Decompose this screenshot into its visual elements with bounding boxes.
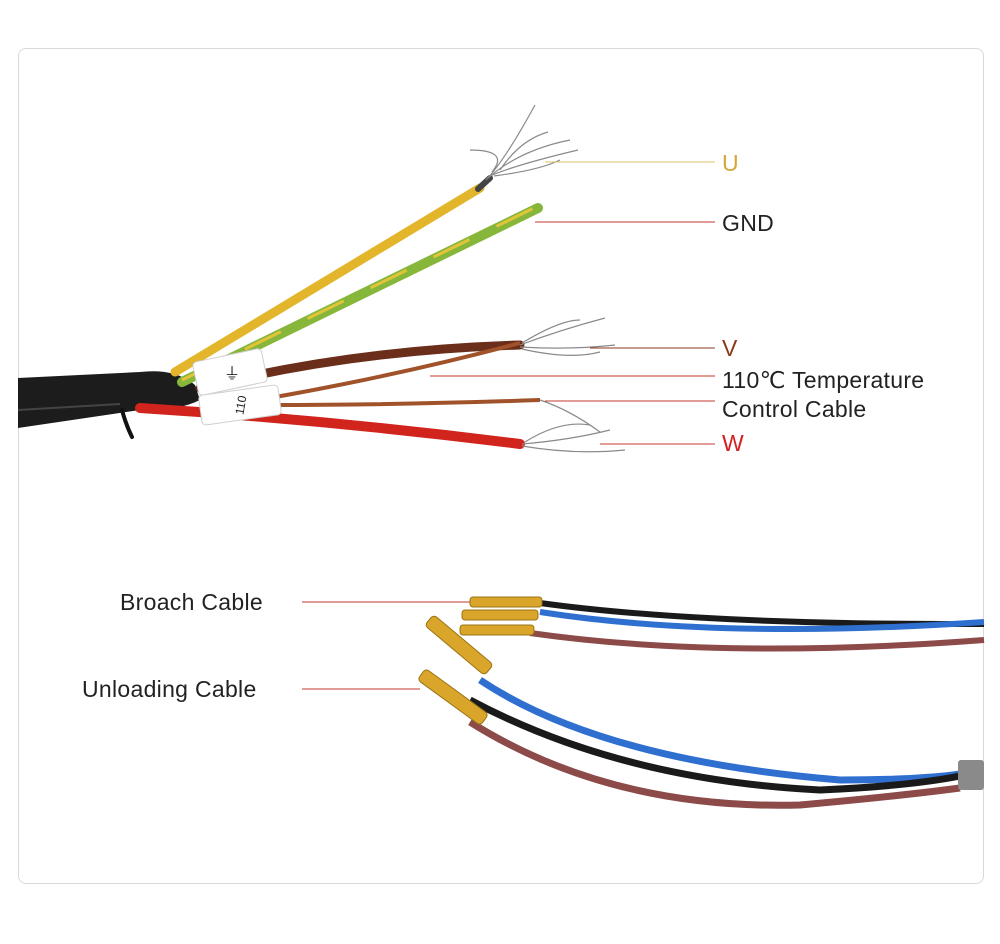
label-unloading-cable: Unloading Cable <box>82 676 257 702</box>
unloading-wire-black <box>468 696 961 794</box>
strands-u <box>469 104 579 181</box>
label-temp-line1: 110℃ Temperature <box>722 367 925 393</box>
unloading-pins <box>418 615 493 725</box>
label-temp-line2: Control Cable <box>722 396 867 422</box>
strands-v <box>519 317 616 356</box>
label-u: U <box>722 150 739 176</box>
temp-sticker-text: 110 <box>232 394 249 416</box>
wire-temp-a <box>269 341 521 400</box>
wire-temp-b <box>269 398 541 407</box>
broach-wire-blue <box>539 609 985 633</box>
cable-jacket <box>18 371 200 428</box>
unloading-wire-blue <box>478 677 961 784</box>
ground-symbol-icon: ⏚ <box>224 364 240 383</box>
unloading-wire-maroon <box>468 719 961 809</box>
drain-wire <box>120 408 134 439</box>
label-w: W <box>722 430 745 456</box>
broach-pins <box>459 596 543 636</box>
label-gnd: GND <box>722 210 775 236</box>
wire-u-yellow <box>170 183 485 377</box>
strands-w <box>521 399 626 453</box>
label-v: V <box>722 335 738 361</box>
image-frame <box>18 48 984 884</box>
unloading-jacket <box>958 760 984 790</box>
ground-sticker <box>192 348 268 396</box>
wire-w-red <box>135 403 525 449</box>
broach-wire-maroon <box>529 630 985 652</box>
temp-sticker <box>198 384 282 426</box>
label-broach-cable: Broach Cable <box>120 589 263 615</box>
